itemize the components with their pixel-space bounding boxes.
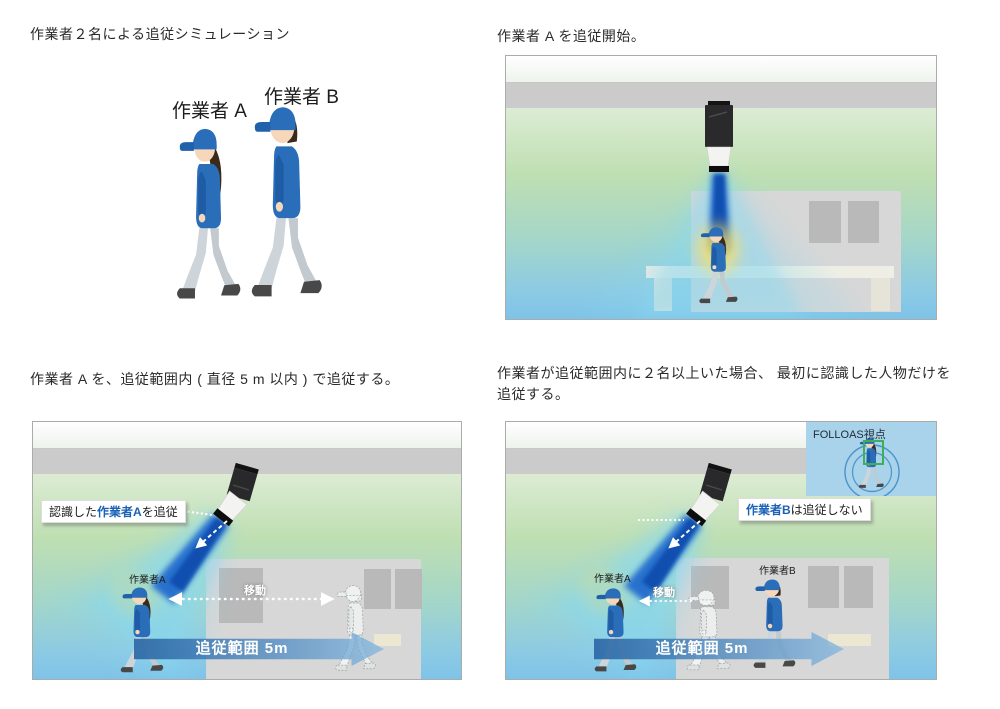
recognition-box [863,440,884,465]
ceiling-beam [506,83,936,108]
callout-suffix: は追従しない [790,503,863,517]
callout-suffix: を追従 [141,505,178,519]
callout-highlight: 作業者B [746,503,791,517]
inset-title: FOLLOAS視点 [813,429,886,441]
callout-highlight: 作業者A [97,505,142,519]
panel-start-scene [505,55,937,320]
ghost-figure [335,585,376,671]
recognition-callout: 認識した作業者Aを追従 [41,500,186,523]
machine-panel [848,201,879,243]
worker-a-figure [177,128,241,299]
worker-a-tag: 作業者A [129,575,166,586]
machine-panel [809,201,841,243]
caption-range: 作業者 A を、追従範囲内 ( 直径 5 m 以内 ) で追従する。 [30,371,400,387]
ghost-figure [686,590,731,670]
ceiling-beam [33,449,461,474]
workbench-edge [828,634,871,646]
ceiling [33,422,461,449]
folloas-device-icon [704,100,734,173]
worker-b-tag: 作業者B [759,566,796,577]
caption-start: 作業者 A を追従開始。 [497,28,646,44]
machine-panel [844,566,873,608]
worker-a-figure [594,588,637,672]
callout-prefix: 認識した [49,505,98,519]
workbench-leg [654,278,672,311]
move-label: 移動 [653,587,675,599]
machine-panel [395,569,422,609]
worker-b-figure [251,107,322,297]
machine-panel [808,566,839,608]
panel-range-scene: 追従範囲 5m 移動 作業者A 認識した作業者Aを追従 [32,421,462,680]
caption-intro: 作業者２名による追従シミュレーション [30,26,291,42]
worker-a-figure [120,587,164,673]
folloas-view-inset: FOLLOAS視点 [806,422,936,496]
worker-a-figure [699,227,738,304]
callout-connector [182,510,214,516]
workbench-leg [871,278,890,311]
intro-worker-a-label: 作業者 A [172,101,247,122]
no-follow-callout: 作業者Bは追従しない [738,498,871,521]
worker-b-figure [753,579,796,668]
ceiling [506,56,936,83]
workbench [646,266,894,278]
panel-multi-scene: 追従範囲 5m 移動 作業者A 作業者B 作業者Bは追従しない FOLLOAS視… [505,421,937,680]
machine-panel [364,569,391,609]
caption-multi: 作業者が追従範囲内に２名以上いた場合、 最初に認識した人物だけを追従する。 [497,365,951,402]
worker-a-tag: 作業者A [594,574,631,585]
move-label: 移動 [244,585,266,597]
workbench-edge [374,634,401,646]
intro-worker-b-label: 作業者 B [264,87,339,108]
